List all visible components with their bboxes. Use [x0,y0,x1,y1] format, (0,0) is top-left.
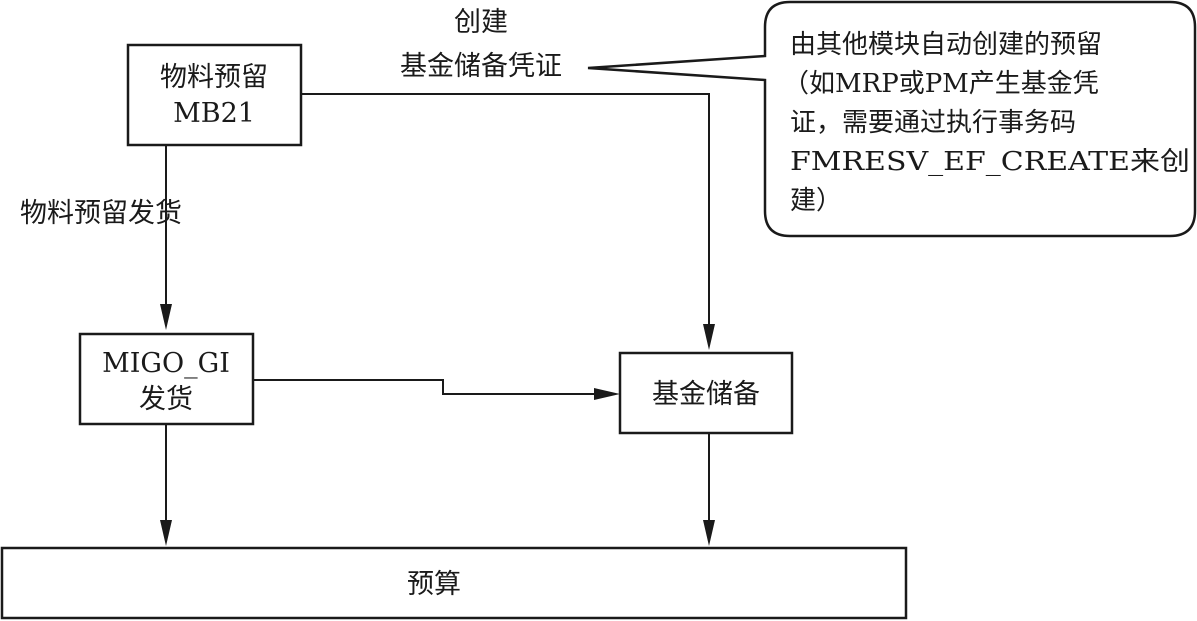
edge-label-fund-voucher: 基金储备凭证 [400,51,562,82]
edge-label-goods-issue: 物料预留发货 [20,198,182,229]
node-migo-gi: MIGO_GI 发货 [78,332,255,426]
budget-label: 预算 [407,569,461,600]
callout-line-2: （如MRP或PM产生基金凭 [783,69,1099,99]
node-budget: 预算 [0,546,908,620]
callout-line-4: FMRESV_EF_CREATE来创 [790,147,1190,177]
node-material-reservation: 物料预留 MB21 [126,43,303,147]
migo-gi-tcode: MIGO_GI [102,348,230,379]
migo-gi-label: 发货 [139,384,193,415]
arrowhead-down [703,324,715,350]
edge-reservation-to-migo [160,145,172,330]
arrowhead-right [594,388,620,400]
edge-funds-to-budget [703,433,715,546]
funds-reservation-label: 基金储备 [652,379,760,410]
callout-bubble: 由其他模块自动创建的预留 （如MRP或PM产生基金凭 证，需要通过执行事务码 F… [587,0,1197,238]
edge-label-create: 创建 [454,7,508,38]
material-reservation-tcode: MB21 [173,98,255,129]
edge-reservation-to-funds [301,93,715,350]
callout-line-3: 证，需要通过执行事务码 [790,108,1076,138]
callout-line-5: 建） [790,186,842,216]
arrowhead-down [160,520,172,546]
callout-line-1: 由其他模块自动创建的预留 [790,30,1102,60]
arrowhead-down [160,304,172,330]
edge-migo-to-budget [160,424,172,546]
material-reservation-label: 物料预留 [160,62,268,93]
node-funds-reservation: 基金储备 [618,351,794,435]
arrowhead-down [703,520,715,546]
edge-migo-to-funds [253,379,620,400]
